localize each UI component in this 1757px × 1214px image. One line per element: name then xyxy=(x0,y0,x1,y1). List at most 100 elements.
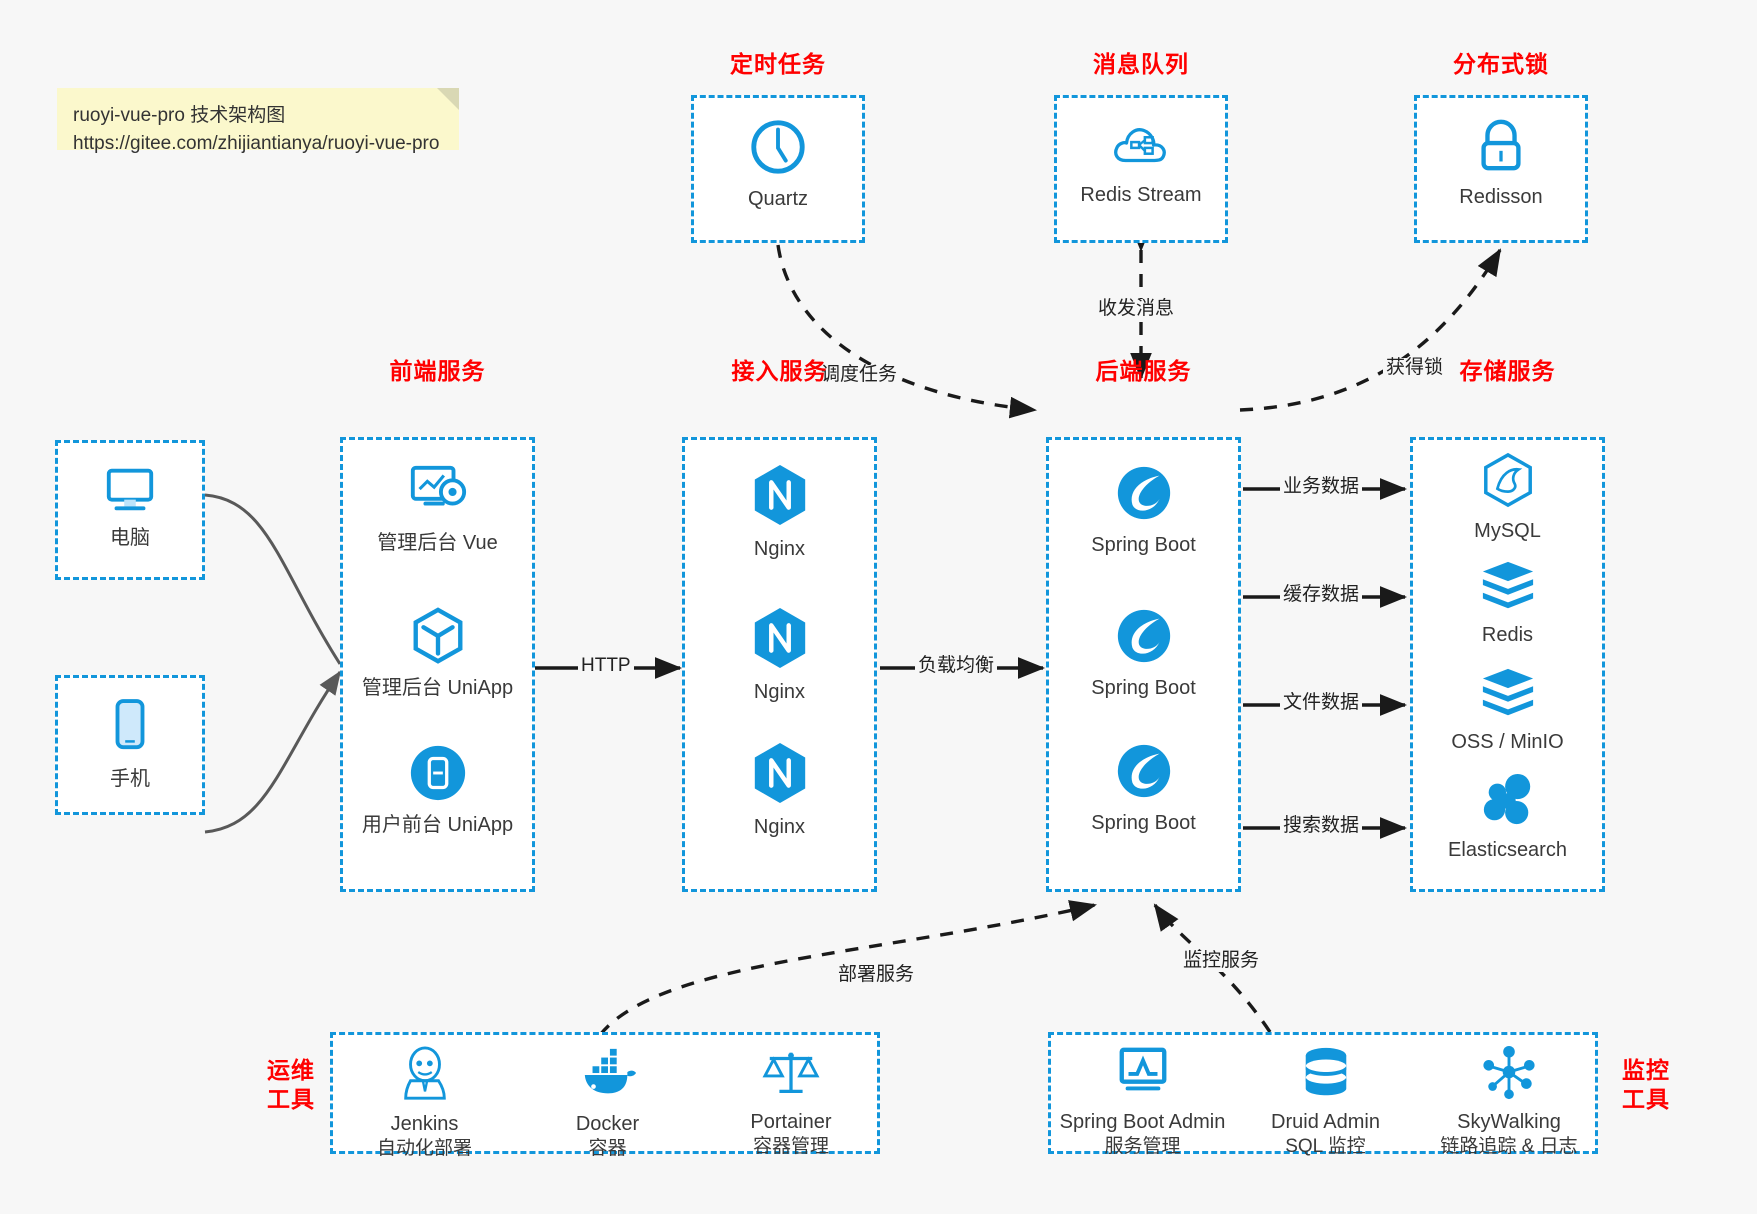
edge-label-monitor-service: 监控服务 xyxy=(1180,950,1263,972)
node-admin-vue[interactable]: 管理后台 Vue xyxy=(343,460,532,556)
node-sublabel: 服务管理 xyxy=(1104,1136,1181,1157)
node-spring-boot-1[interactable]: Spring Boot xyxy=(1049,462,1238,558)
spring-icon xyxy=(1049,740,1238,807)
clock-icon xyxy=(694,116,862,183)
edge-label-http: HTTP xyxy=(578,655,634,677)
edge-label-schedule-task: 调度任务 xyxy=(818,364,901,386)
note-line-1: ruoyi-vue-pro 技术架构图 xyxy=(73,105,286,126)
node-redis-stream[interactable]: Redis Stream xyxy=(1057,116,1225,208)
desktop-icon xyxy=(58,463,202,522)
redis-icon xyxy=(1413,665,1602,726)
node-sublabel: 链路追踪 & 日志 xyxy=(1440,1136,1578,1157)
node-nginx-2[interactable]: Nginx xyxy=(685,605,874,705)
edge-label-acquire-lock: 获得锁 xyxy=(1383,357,1447,379)
section-title-gateway-service: 接入服务 xyxy=(731,358,828,384)
section-title-distributed-lock: 分布式锁 xyxy=(1453,51,1549,77)
group-storage-service: MySQL Redis OSS / MinIO xyxy=(1410,437,1605,892)
note-fold-corner xyxy=(437,88,459,110)
title-note: ruoyi-vue-pro 技术架构图 https://gitee.com/zh… xyxy=(57,88,459,154)
node-label: Nginx xyxy=(753,681,806,703)
nginx-icon xyxy=(685,605,874,676)
section-title-monitor-line1: 监控 xyxy=(1622,1057,1670,1083)
section-title-message-queue: 消息队列 xyxy=(1093,51,1189,77)
node-sublabel: 容器 xyxy=(588,1138,627,1159)
note-line-2: https://gitee.com/zhijiantianya/ruoyi-vu… xyxy=(73,132,440,154)
spring-icon xyxy=(1049,462,1238,529)
node-spring-boot-3[interactable]: Spring Boot xyxy=(1049,740,1238,836)
node-label: Spring Boot xyxy=(1091,534,1196,556)
node-label: Elasticsearch xyxy=(1448,839,1567,861)
node-oss-minio[interactable]: OSS / MinIO xyxy=(1413,665,1602,755)
section-title-scheduled-task: 定时任务 xyxy=(730,51,826,77)
node-label: Docker xyxy=(575,1113,640,1135)
section-title-monitor-tools: 监控 工具 xyxy=(1617,1056,1675,1114)
edge-label-search-data: 搜索数据 xyxy=(1280,815,1363,837)
node-nginx-3[interactable]: Nginx xyxy=(685,740,874,840)
node-label: Spring Boot Admin xyxy=(1059,1111,1226,1133)
node-sublabel: SQL 监控 xyxy=(1285,1136,1366,1157)
node-skywalking[interactable]: SkyWalking 链路追踪 & 日志 xyxy=(1417,1045,1601,1159)
node-desktop[interactable]: 电脑 xyxy=(58,463,202,551)
node-user-uniapp[interactable]: 用户前台 UniApp xyxy=(343,742,532,838)
edge-label-deploy-service: 部署服务 xyxy=(835,964,918,986)
node-docker[interactable]: Docker 容器 xyxy=(516,1045,699,1161)
node-label: SkyWalking xyxy=(1457,1111,1561,1133)
edge-label-business-data: 业务数据 xyxy=(1280,476,1363,498)
group-backend-service: Spring Boot Spring Boot Spring Boot xyxy=(1046,437,1241,892)
redis-icon xyxy=(1413,558,1602,619)
group-client-mobile: 手机 xyxy=(55,675,205,815)
node-label: Nginx xyxy=(753,538,806,560)
node-spring-boot-admin[interactable]: Spring Boot Admin 服务管理 xyxy=(1051,1045,1234,1159)
node-label: Druid Admin xyxy=(1271,1111,1380,1133)
node-label: 管理后台 Vue xyxy=(377,532,498,554)
node-label: Nginx xyxy=(753,816,806,838)
nginx-icon xyxy=(685,740,874,811)
node-redisson[interactable]: Redisson xyxy=(1417,116,1585,210)
edge-label-send-receive-message: 收发消息 xyxy=(1095,298,1178,320)
section-title-storage-service: 存储服务 xyxy=(1459,358,1556,384)
node-label: Portainer xyxy=(750,1111,832,1133)
group-scheduled-task: Quartz xyxy=(691,95,865,243)
app-icon xyxy=(343,742,532,809)
node-jenkins[interactable]: Jenkins 自动化部署 xyxy=(333,1045,516,1161)
monitor-chart-icon xyxy=(1051,1045,1234,1106)
node-label: OSS / MinIO xyxy=(1451,731,1564,753)
scales-icon xyxy=(699,1045,883,1106)
node-label: Jenkins xyxy=(390,1113,459,1135)
node-admin-uniapp[interactable]: 管理后台 UniApp xyxy=(343,605,532,701)
node-quartz[interactable]: Quartz xyxy=(694,116,862,212)
node-redis[interactable]: Redis xyxy=(1413,558,1602,648)
node-sublabel: 容器管理 xyxy=(752,1136,829,1157)
group-devops-tools: Jenkins 自动化部署 Docker 容器 xyxy=(330,1032,880,1159)
node-label: 手机 xyxy=(110,768,150,790)
group-distributed-lock: Redisson xyxy=(1414,95,1588,243)
group-message-queue: Redis Stream xyxy=(1054,95,1228,243)
node-druid-admin[interactable]: Druid Admin SQL 监控 xyxy=(1234,1045,1417,1159)
node-label: 管理后台 UniApp xyxy=(361,677,514,699)
node-elasticsearch[interactable]: Elasticsearch xyxy=(1413,773,1602,863)
elasticsearch-icon xyxy=(1413,773,1602,834)
node-label: 电脑 xyxy=(110,527,150,549)
nginx-icon xyxy=(685,462,874,533)
docker-icon xyxy=(516,1045,699,1108)
node-nginx-1[interactable]: Nginx xyxy=(685,462,874,562)
jenkins-icon xyxy=(333,1045,516,1108)
section-title-devops-line2: 工具 xyxy=(267,1085,315,1112)
group-gateway-service: Nginx Nginx Nginx xyxy=(682,437,877,892)
node-mobile[interactable]: 手机 xyxy=(58,696,202,792)
section-title-backend-service: 后端服务 xyxy=(1095,358,1192,384)
section-title-devops-line1: 运维 xyxy=(267,1057,315,1083)
edge-label-cache-data: 缓存数据 xyxy=(1280,584,1363,606)
node-label: Spring Boot xyxy=(1091,812,1196,834)
dashboard-icon xyxy=(343,460,532,527)
section-title-monitor-line2: 工具 xyxy=(1622,1085,1670,1112)
section-title-devops-tools: 运维 工具 xyxy=(262,1056,320,1114)
group-client-desktop: 电脑 xyxy=(55,440,205,580)
node-spring-boot-2[interactable]: Spring Boot xyxy=(1049,605,1238,701)
node-label: Spring Boot xyxy=(1091,677,1196,699)
cloud-stream-icon xyxy=(1057,116,1225,179)
edge-label-load-balance: 负载均衡 xyxy=(915,655,998,677)
node-mysql[interactable]: MySQL xyxy=(1413,452,1602,544)
node-portainer[interactable]: Portainer 容器管理 xyxy=(699,1045,883,1159)
